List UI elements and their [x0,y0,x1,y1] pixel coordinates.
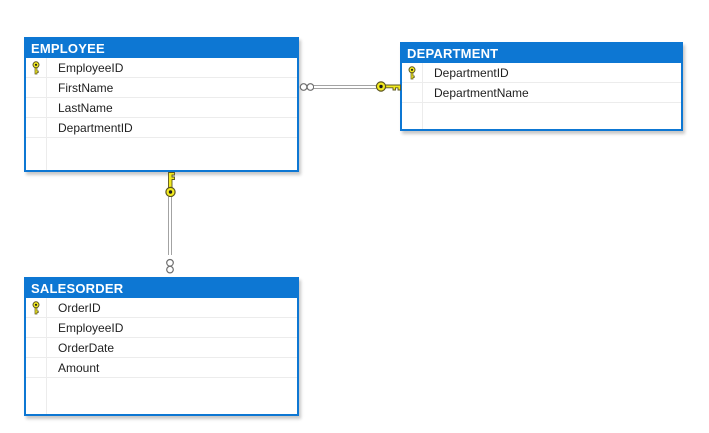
key-cell-empty [26,318,46,337]
primary-key-icon [402,63,422,82]
relationship-line[interactable] [168,197,172,255]
many-cardinality-infinity-icon [299,83,315,91]
column-row[interactable]: DepartmentID [402,63,681,83]
column-list: DepartmentID DepartmentName [402,63,681,129]
column-row[interactable]: OrderDate [26,338,297,358]
column-name: EmployeeID [58,60,124,75]
column-row[interactable]: FirstName [26,78,297,98]
relationship-line[interactable] [314,85,376,89]
column-name: LastName [58,100,113,115]
table-title: SALESORDER [31,281,124,296]
many-cardinality-infinity-icon [166,258,174,274]
column-row[interactable]: DepartmentName [402,83,681,103]
column-name: OrderDate [58,340,115,355]
column-name: Amount [58,360,100,375]
column-name: EmployeeID [58,320,124,335]
table-header[interactable]: EMPLOYEE [26,39,297,58]
column-row[interactable]: LastName [26,98,297,118]
column-row[interactable]: EmployeeID [26,58,297,78]
one-cardinality-key-icon [165,172,176,198]
column-row[interactable]: EmployeeID [26,318,297,338]
column-name: DepartmentID [434,65,509,80]
table-title: EMPLOYEE [31,41,105,56]
key-cell-empty [26,98,46,117]
key-cell-empty [402,83,422,102]
table-department[interactable]: DEPARTMENT DepartmentID DepartmentName [400,42,683,131]
table-header[interactable]: DEPARTMENT [402,44,681,63]
column-row[interactable]: OrderID [26,298,297,318]
key-cell-empty [26,358,46,377]
one-cardinality-key-icon [375,81,401,92]
key-cell-empty [26,338,46,357]
primary-key-icon [26,298,46,317]
column-name: DepartmentName [434,85,529,100]
table-title: DEPARTMENT [407,46,499,61]
column-name: FirstName [58,80,114,95]
key-cell-empty [26,118,46,137]
column-row[interactable]: Amount [26,358,297,378]
primary-key-icon [26,58,46,77]
column-name: DepartmentID [58,120,133,135]
key-cell-empty [26,78,46,97]
table-header[interactable]: SALESORDER [26,279,297,298]
column-name: OrderID [58,300,101,315]
column-row[interactable]: DepartmentID [26,118,297,138]
